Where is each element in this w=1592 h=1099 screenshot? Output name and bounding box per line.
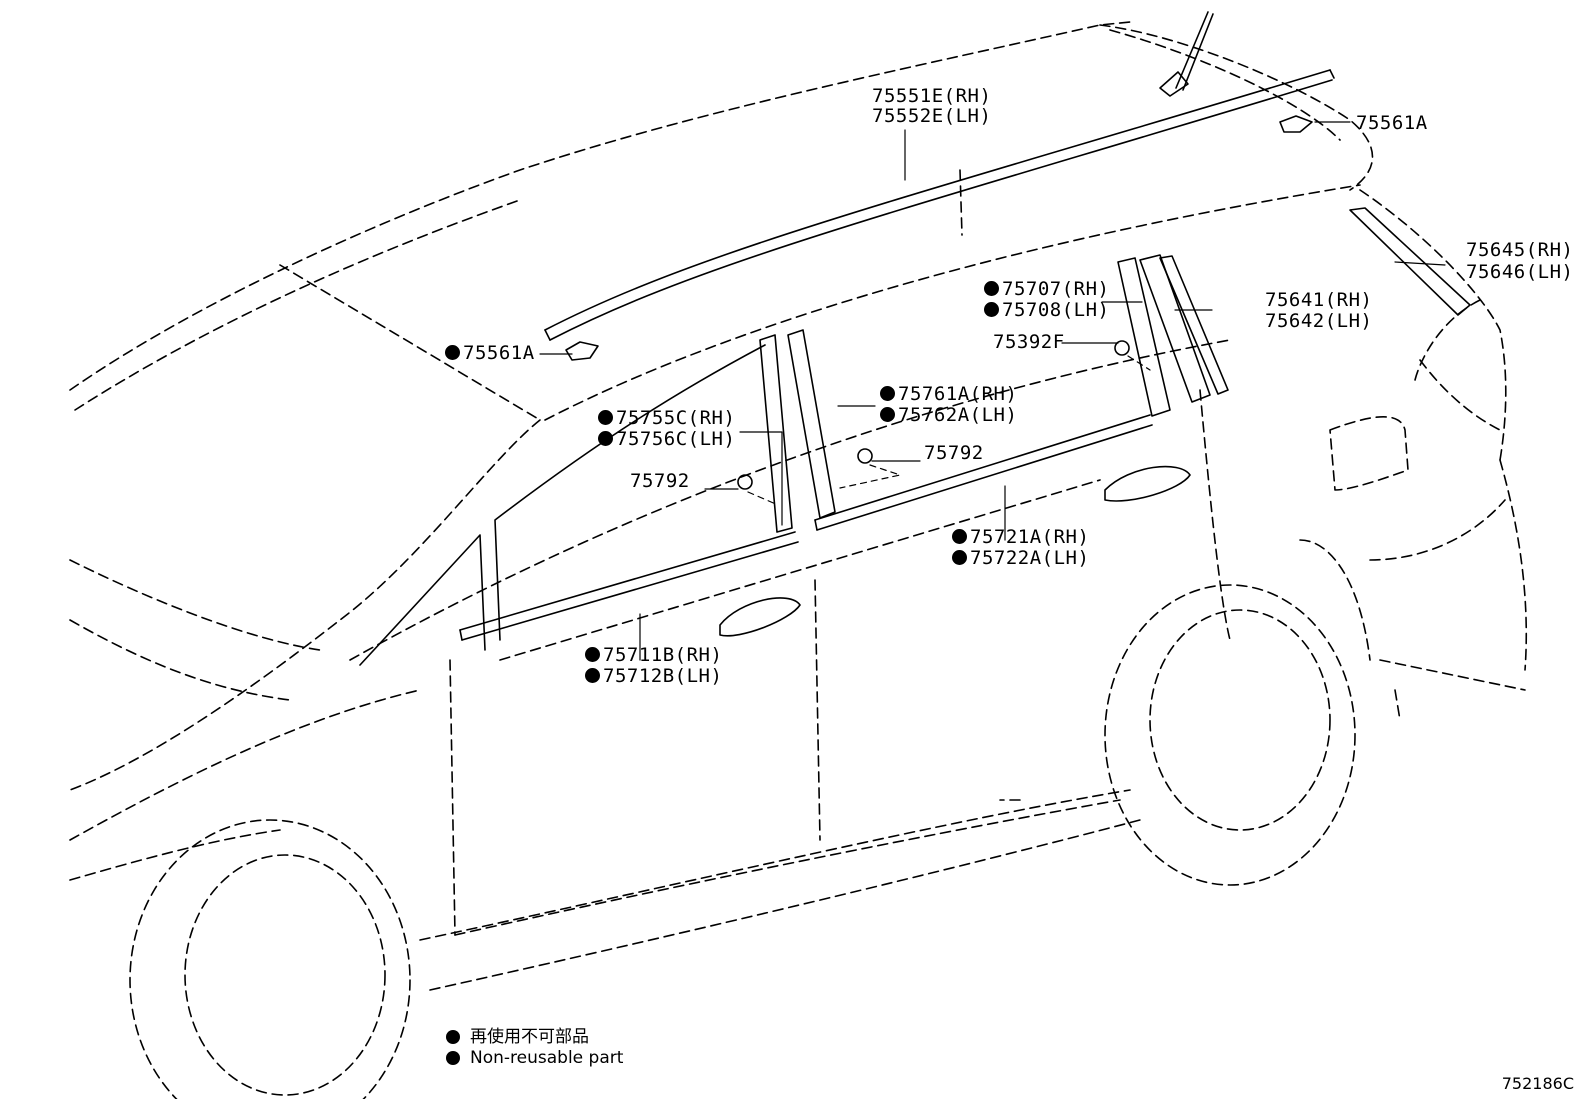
fastener-75792-right [857,448,873,464]
c-pillar-garnish [1117,254,1229,417]
door-handles [719,465,1191,637]
rear-door-belt-moulding [814,414,1153,531]
label-75641: 75641(RH) [1265,289,1373,311]
label-75711b-text: 75711B(RH) [603,644,723,666]
label-75561a-left: 75561A [445,343,535,364]
b-pillar-garnish-rear [787,329,836,519]
fastener-75792-left [737,474,753,490]
b-pillar-garnish-front [759,334,793,533]
label-75755c: 75755C(RH) [598,408,735,429]
legend-jp: 再使用不可部品 [446,1022,589,1047]
label-75712b-text: 75712B(LH) [603,665,723,687]
label-75792-left: 75792 [630,470,690,492]
label-75711b: 75711B(RH) [585,645,722,666]
front-door-belt-moulding [459,531,799,641]
roof-outline [69,21,1374,421]
dashed-leaders [747,355,1151,506]
label-75755c-text: 75755C(RH) [616,407,736,429]
non-reusable-dot [598,431,613,446]
label-75561a-left-text: 75561A [463,342,535,364]
label-75561a-right: 75561A [1356,112,1428,134]
label-75707: 75707(RH) [984,279,1109,300]
label-75392f: 75392F [993,331,1065,353]
label-75721a-text: 75721A(RH) [970,526,1090,548]
non-reusable-dot [585,647,600,662]
hood-outline [69,559,321,881]
non-reusable-dot [880,407,895,422]
label-75551e: 75551E(RH) [872,85,992,107]
non-reusable-dot [445,345,460,360]
label-75708-text: 75708(LH) [1002,299,1110,321]
label-75707-text: 75707(RH) [1002,278,1110,300]
label-75712b: 75712B(LH) [585,666,722,687]
label-75722a-text: 75722A(LH) [970,547,1090,569]
legend-dot [446,1051,460,1065]
legend-en: Non-reusable part [446,1048,623,1068]
label-75762a-text: 75762A(LH) [898,404,1018,426]
legend-dot [446,1030,460,1044]
non-reusable-dot [952,550,967,565]
label-75762a: 75762A(LH) [880,405,1017,426]
clip-shape-right [1279,115,1313,133]
non-reusable-dot [880,386,895,401]
label-75792-right: 75792 [924,442,984,464]
non-reusable-dot [984,281,999,296]
front-door-window-frame [359,344,766,666]
legend-en-text: Non-reusable part [470,1048,624,1068]
body-side-outline [69,189,1528,991]
label-75761a-text: 75761A(RH) [898,383,1018,405]
label-75756c-text: 75756C(LH) [616,428,736,450]
label-75645: 75645(RH) [1466,239,1574,261]
label-75708: 75708(LH) [984,300,1109,321]
non-reusable-dot [598,410,613,425]
leader-lines [539,121,1446,661]
fuel-lid [1329,416,1409,491]
label-75722a: 75722A(LH) [952,548,1089,569]
rear-wheel [1104,584,1356,886]
fastener-75392f [1114,340,1130,356]
non-reusable-dot [952,529,967,544]
antenna [1159,11,1214,97]
non-reusable-dot [984,302,999,317]
legend-jp-text: 再使用不可部品 [470,1027,589,1047]
front-wheel [129,819,411,1099]
non-reusable-dot [585,668,600,683]
label-75642: 75642(LH) [1265,310,1373,332]
roof-moulding [544,69,1335,341]
label-75552e: 75552E(LH) [872,105,992,127]
clip-shape-left [565,341,599,361]
label-75761a: 75761A(RH) [880,384,1017,405]
drawing-code: 752186C [1501,1074,1574,1093]
label-75721a: 75721A(RH) [952,527,1089,548]
quarter-window-moulding [1349,207,1471,316]
label-75756c: 75756C(LH) [598,429,735,450]
label-75646: 75646(LH) [1466,261,1574,283]
